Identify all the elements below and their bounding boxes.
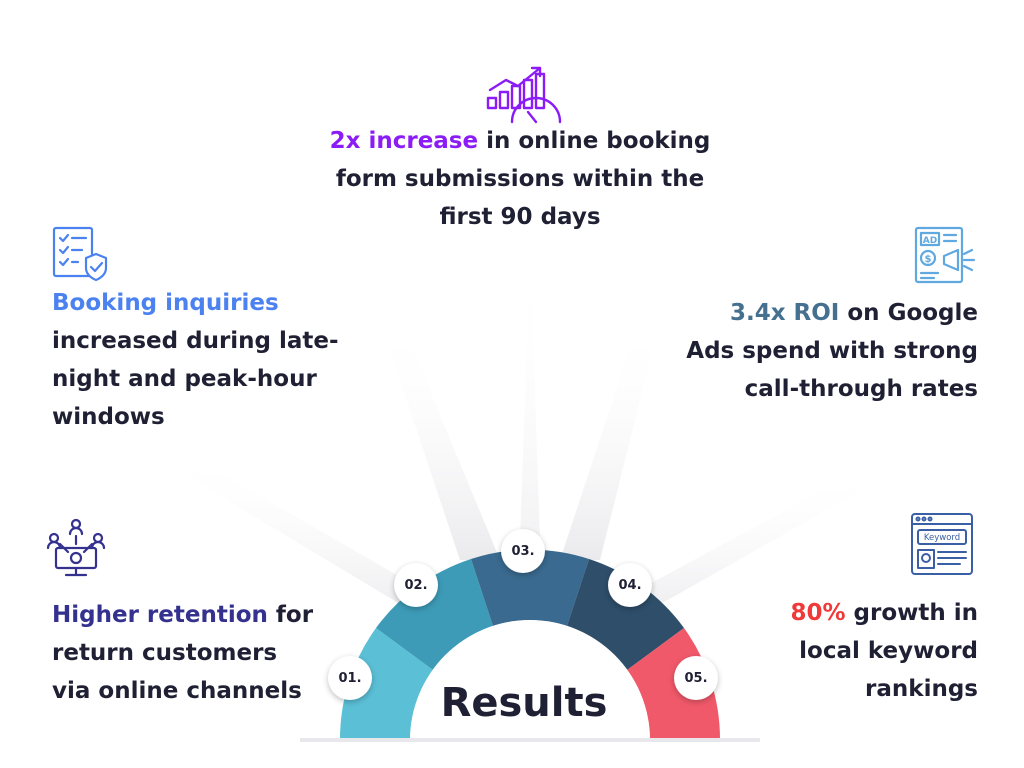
segment-label-05: 05. [674, 656, 718, 700]
results-title: Results [440, 680, 608, 726]
segment-04 [567, 559, 684, 670]
right-bottom-line3: rankings [865, 676, 978, 702]
right-bottom-line2: local keyword [799, 638, 978, 664]
right-mid-line3: call-through rates [744, 376, 978, 402]
left-bottom-highlight: Higher retention [52, 602, 268, 628]
dollar-icon-text: $ [925, 254, 932, 265]
segment-03 [471, 549, 589, 626]
right-mid-line2: Ads spend with strong [686, 338, 978, 364]
segment-label-03: 03. [501, 529, 545, 573]
segment-02 [376, 559, 493, 670]
segment-label-01: 01. [328, 656, 372, 700]
left-bottom-line3: via online channels [52, 678, 302, 704]
top-result-text: 2x increase in online booking form submi… [250, 122, 790, 236]
ad-icon-text: AD [923, 236, 937, 246]
left-mid-result-text: Booking inquiries increased during late-… [52, 284, 382, 436]
left-bottom-line1-rest: for [267, 602, 314, 628]
keyword-browser-icon: Keyword [911, 513, 973, 575]
right-bottom-result-text: 80% growth in local keyword rankings [660, 594, 978, 708]
top-highlight: 2x increase [329, 128, 479, 154]
top-line3: first 90 days [439, 204, 601, 230]
right-mid-result-text: 3.4x ROI on Google Ads spend with strong… [640, 294, 978, 408]
right-mid-highlight: 3.4x ROI [729, 300, 840, 326]
keyword-icon-text: Keyword [924, 533, 960, 543]
left-bottom-result-text: Higher retention for return customers vi… [52, 596, 382, 710]
right-mid-line1-rest: on Google [839, 300, 978, 326]
network-gear-icon [46, 518, 106, 577]
right-bottom-line1-rest: growth in [845, 600, 979, 626]
left-bottom-line2: return customers [52, 640, 278, 666]
left-mid-line4: windows [52, 404, 165, 430]
left-mid-highlight: Booking inquiries [52, 290, 279, 316]
growth-chart-icon [486, 66, 562, 124]
top-line1-rest: in online booking [478, 128, 711, 154]
left-mid-line2: increased during late- [52, 328, 339, 354]
checklist-shield-icon [52, 226, 108, 282]
segment-label-04: 04. [608, 563, 652, 607]
segment-label-02: 02. [394, 563, 438, 607]
segment-01 [339, 628, 433, 740]
left-mid-line3: night and peak-hour [52, 366, 317, 392]
top-line2: form submissions within the [335, 166, 705, 192]
right-bottom-highlight: 80% [790, 600, 846, 626]
ad-megaphone-icon: AD $ [914, 226, 976, 284]
